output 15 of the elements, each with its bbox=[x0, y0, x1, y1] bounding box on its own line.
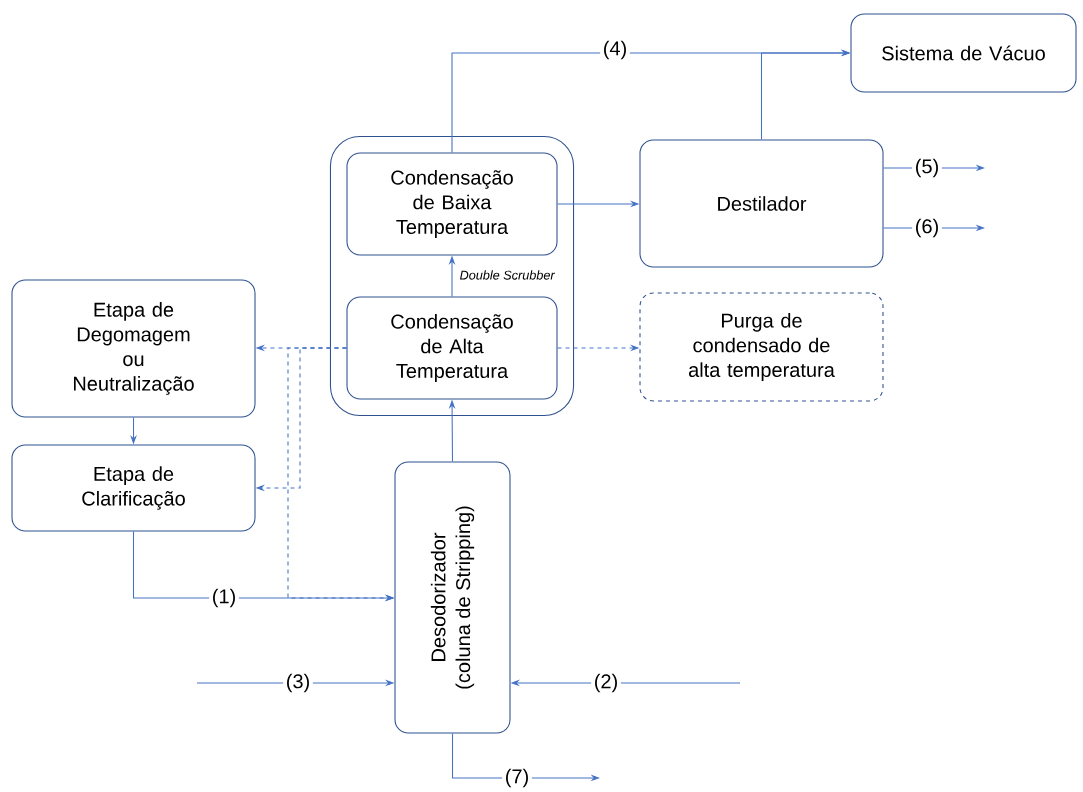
column-box: Desodorizador (coluna de Stripping) bbox=[394, 461, 511, 734]
edge-label: (1) bbox=[209, 586, 239, 610]
process-box: Condensação de Baixa Temperatura bbox=[346, 152, 558, 256]
process-box: Sistema de Vácuo bbox=[850, 13, 1077, 93]
edge-label: (2) bbox=[591, 671, 621, 695]
edge-label: (7) bbox=[502, 766, 532, 790]
edge-label: (4) bbox=[600, 38, 630, 62]
process-box: Condensação de Alta Temperatura bbox=[346, 296, 558, 400]
edge-label: (3) bbox=[283, 671, 313, 695]
process-box: Purga de condensado de alta temperatura bbox=[639, 292, 884, 402]
edge-label: (6) bbox=[912, 216, 942, 240]
process-box: Destilador bbox=[639, 139, 884, 268]
process-box: Etapa de Clarificação bbox=[11, 444, 256, 532]
process-box: Etapa de Degomagem ou Neutralização bbox=[11, 279, 256, 418]
edge-label: (5) bbox=[912, 156, 942, 180]
